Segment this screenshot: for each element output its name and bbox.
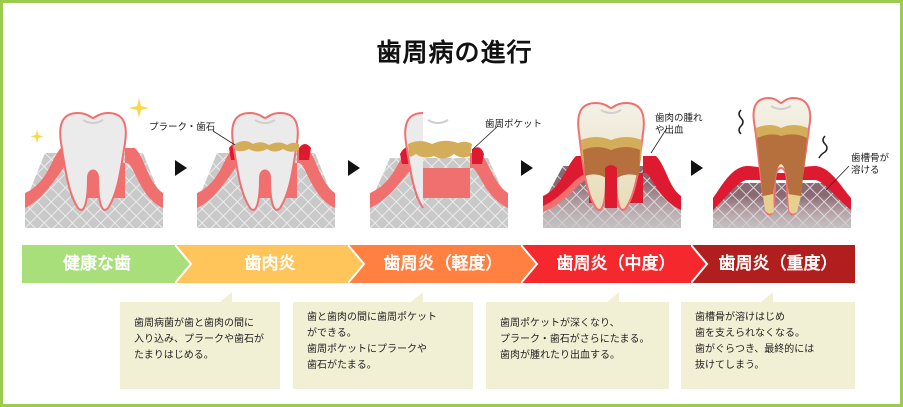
- arrow-right-icon: [348, 160, 360, 176]
- note-gingivitis: .n1::before{} 歯周病菌が歯と歯肉の間に 入り込み、プラークや歯石が…: [120, 292, 280, 389]
- note-severe: 歯槽骨が溶けはじめ 歯を支えられなくなる。 歯がぐらつき、最終的には 抜けてしま…: [681, 292, 855, 389]
- note-line: 入り込み、プラークや歯石が: [134, 334, 264, 345]
- stage-severe: 歯周炎（重度）: [691, 245, 855, 283]
- note-moderate: 歯周ポケットが深くなり、 プラーク・歯石がさらにたまる。 歯肉が腫れたり出血する…: [486, 292, 669, 389]
- note-line: 歯と歯肉の間に歯周ポケット: [307, 312, 437, 323]
- sparkle-icon: [129, 98, 149, 118]
- note-line: たまりはじめる。: [134, 350, 214, 361]
- stage-moderate-label: 歯周炎（中度）: [556, 254, 676, 274]
- note-line: 歯周ポケットにプラークや: [307, 344, 427, 355]
- stage-mild: 歯周炎（軽度）: [348, 245, 538, 283]
- note-line: 歯周病菌が歯と歯肉の間に: [134, 318, 254, 329]
- note-line: プラーク・歯石がさらにたまる。: [500, 334, 650, 345]
- note-line: 歯肉が腫れたり出血する。: [500, 350, 620, 361]
- wobble-icon: [818, 135, 828, 159]
- moderate-periodontitis-tooth-illustration: [541, 88, 681, 228]
- note-line: ができる。: [307, 328, 357, 339]
- periodontal-pocket-label: 歯周ポケット: [485, 119, 543, 130]
- note-line: 歯がぐらつき、最終的には: [695, 344, 815, 355]
- alveolar-bone-label-line2: 溶ける: [851, 165, 880, 176]
- gum-swelling-label-line1: 歯肉の腫れ: [655, 113, 703, 124]
- mild-periodontitis-tooth-illustration: [368, 88, 508, 228]
- alveolar-bone-label: 歯槽骨が 溶ける: [851, 153, 889, 177]
- note-line: 歯石がたまる。: [307, 360, 377, 371]
- stage-gingivitis-label: 歯肉炎: [244, 254, 296, 274]
- gingivitis-tooth-illustration: [195, 88, 335, 228]
- stage-healthy: 健康な歯: [22, 245, 198, 283]
- arrow-right-icon: [521, 160, 533, 176]
- stage-moderate: 歯周炎（中度）: [521, 245, 711, 283]
- note-line: 歯周ポケットが深くなり、: [500, 318, 620, 329]
- sparkle-icon: [30, 130, 44, 143]
- alveolar-bone-label-line1: 歯槽骨が: [851, 153, 890, 164]
- stage-gingivitis: 歯肉炎: [175, 245, 365, 283]
- healthy-tooth-illustration: [23, 88, 163, 228]
- note-line: 抜けてしまう。: [695, 360, 765, 371]
- wobble-icon: [738, 109, 744, 135]
- severe-periodontitis-tooth-illustration: [711, 88, 851, 228]
- arrow-right-icon: [691, 160, 703, 176]
- note-mild: 歯と歯肉の間に歯周ポケット ができる。 歯周ポケットにプラークや 歯石がたまる。: [293, 292, 473, 389]
- note-line: 歯槽骨が溶けはじめ: [695, 312, 785, 323]
- gum-swelling-label-line2: や出血: [655, 125, 684, 136]
- arrow-right-icon: [175, 160, 187, 176]
- stage-severe-label: 歯周炎（重度）: [718, 254, 838, 274]
- gum-swelling-label: 歯肉の腫れ や出血: [655, 113, 703, 137]
- plaque-label: プラーク・歯石: [149, 122, 216, 133]
- stage-healthy-label: 健康な歯: [63, 254, 131, 274]
- stage-mild-label: 歯周炎（軽度）: [383, 254, 503, 274]
- note-line: 歯を支えられなくなる。: [695, 328, 805, 339]
- page-title: 歯周病の進行: [376, 38, 533, 67]
